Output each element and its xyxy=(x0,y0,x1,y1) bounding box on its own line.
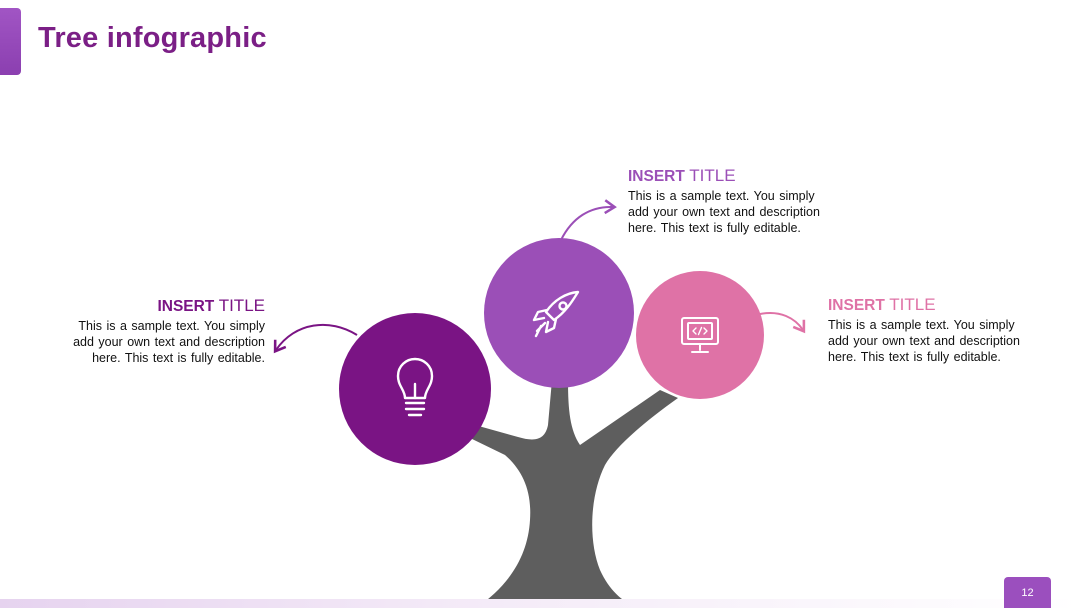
slide-title: Tree infographic xyxy=(38,22,267,54)
text-block-left: INSERT TITLE This is a sample text. You … xyxy=(64,296,265,366)
text-block-right: INSERT TITLE This is a sample text. You … xyxy=(828,295,1033,365)
circle-top xyxy=(484,238,634,388)
tree-trunk xyxy=(470,380,678,608)
item-title-right: INSERT TITLE xyxy=(828,295,936,314)
item-title-top: INSERT TITLE xyxy=(628,166,736,185)
lightbulb-icon xyxy=(396,357,434,417)
item-desc-top: This is a sample text. You simply add yo… xyxy=(628,189,820,235)
arrow-top xyxy=(560,199,617,241)
page-number: 12 xyxy=(1004,577,1051,608)
circle-right xyxy=(636,271,764,399)
rocket-icon xyxy=(532,290,580,338)
arrow-right xyxy=(759,312,806,334)
item-desc-right: This is a sample text. You simply add yo… xyxy=(828,318,1020,364)
arrow-left xyxy=(273,323,358,354)
footer-band xyxy=(0,599,1080,608)
title-accent-bar xyxy=(0,8,21,75)
monitor-code-icon xyxy=(681,317,719,353)
text-block-top: INSERT TITLE This is a sample text. You … xyxy=(628,166,833,236)
item-desc-left: This is a sample text. You simply add yo… xyxy=(73,319,265,365)
item-title-left: INSERT TITLE xyxy=(157,296,265,315)
